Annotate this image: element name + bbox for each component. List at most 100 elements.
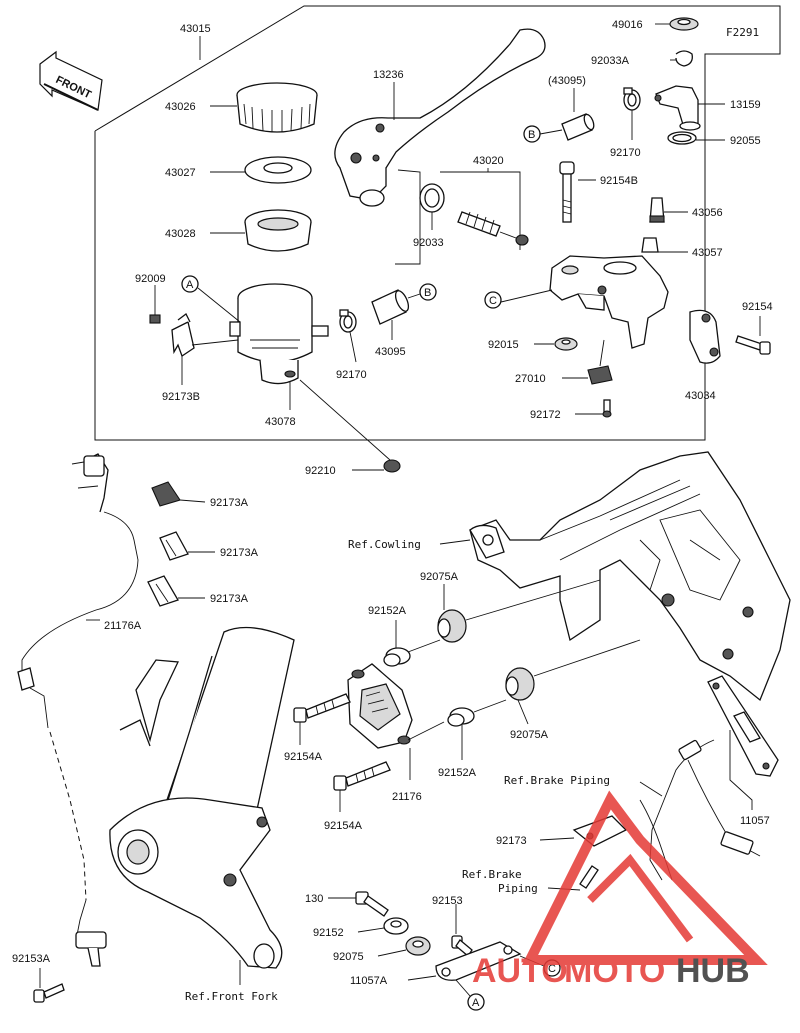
hose-43095-right — [561, 113, 595, 141]
label-43015: 43015 — [180, 23, 211, 35]
label-92173A-2: 92173A — [220, 547, 259, 559]
watermark-logo: AUTO MOTO HUB — [472, 790, 768, 990]
circlip-92033A — [675, 50, 693, 67]
label-43078: 43078 — [265, 416, 296, 428]
watermark-triangle-icon — [521, 790, 768, 965]
bracket-11057 — [707, 675, 779, 777]
label-49016: 49016 — [612, 19, 643, 31]
label-21176: 21176 — [392, 791, 422, 803]
label-43056: 43056 — [692, 207, 723, 219]
ref-c-2: C — [548, 963, 556, 975]
grommet-92075 — [405, 936, 431, 956]
label-ref-cowling: Ref.Cowling — [348, 538, 421, 551]
collar-92152A-upper — [383, 647, 411, 667]
label-43034: 43034 — [685, 390, 716, 402]
bolt-92154A-lower — [333, 761, 391, 791]
front-arrow-icon: FRONT — [39, 50, 103, 111]
label-92154A-upper: 92154A — [284, 751, 323, 763]
reservoir-cap-43026 — [236, 82, 318, 133]
label-13236: 13236 — [373, 69, 404, 81]
label-92153A: 92153A — [12, 953, 51, 965]
screw-92009 — [149, 305, 161, 324]
label-27010: 27010 — [515, 373, 546, 385]
label-130: 130 — [305, 893, 323, 905]
label-92033: 92033 — [413, 237, 444, 249]
bolt-92154 — [735, 335, 771, 355]
label-92152: 92152 — [313, 927, 344, 939]
label-92172: 92172 — [530, 409, 561, 421]
label-ref-brake-2: Ref.Brake — [462, 868, 522, 881]
label-92170-left: 92170 — [336, 369, 367, 381]
label-21176A: 21176A — [104, 620, 142, 632]
label-piping-2: Piping — [498, 882, 538, 895]
bolt-92153 — [451, 935, 473, 957]
label-92055: 92055 — [730, 135, 761, 147]
collar-92152A-lower — [447, 707, 475, 727]
label-92075: 92075 — [333, 951, 364, 963]
label-92173B: 92173B — [162, 391, 200, 403]
hose-43095 — [371, 289, 410, 325]
boot-49016 — [669, 17, 699, 31]
pivot-bolt-92154B — [559, 161, 575, 223]
label-92154A-lower: 92154A — [324, 820, 363, 832]
brake-piping — [639, 739, 761, 881]
label-92173: 92173 — [496, 835, 527, 847]
label-92154B: 92154B — [600, 175, 638, 187]
label-92015: 92015 — [488, 339, 519, 351]
label-11057A: 11057A — [350, 975, 388, 987]
label-92152A-lower: 92152A — [438, 767, 477, 779]
grommet-92075A-lower — [505, 667, 535, 701]
ref-c-1: C — [489, 295, 497, 307]
elbow-fitting-13159 — [654, 85, 701, 131]
label-92075A-upper: 92075A — [420, 571, 459, 583]
bleeder-valve-43056 — [649, 197, 665, 223]
label-92009: 92009 — [135, 273, 166, 285]
label-92075A-lower: 92075A — [510, 729, 549, 741]
label-92033A: 92033A — [591, 55, 630, 67]
label-43020: 43020 — [473, 155, 504, 167]
hose-clamp-92170-right — [623, 87, 641, 111]
bolt-92153A — [33, 983, 65, 1003]
label-43027: 43027 — [165, 167, 196, 179]
label-92154: 92154 — [742, 301, 773, 313]
label-ref-front-fork: Ref.Front Fork — [185, 990, 278, 1003]
diaphragm-plate-43027 — [244, 156, 312, 184]
clamp-92173A-3 — [147, 575, 179, 607]
label-92152A-upper: 92152A — [368, 605, 407, 617]
grommet-92075A-upper — [437, 609, 467, 643]
piston-assy-43020 — [457, 211, 529, 246]
nut-92015 — [554, 337, 578, 351]
ref-a-1: A — [186, 279, 194, 291]
ref-b-1: B — [424, 287, 431, 299]
label-92173A-3: 92173A — [210, 593, 249, 605]
brake-switch-27010 — [587, 339, 613, 385]
bolt-92154A-upper — [293, 693, 351, 723]
diagram-code: F2291 — [726, 26, 759, 39]
collar-92152 — [383, 917, 409, 935]
label-43028: 43028 — [165, 228, 196, 240]
master-cylinder-frame — [94, 5, 781, 441]
label-92173A-1: 92173A — [210, 497, 249, 509]
hose-clamp-92170-left — [339, 309, 357, 333]
clamp-92173A-2 — [159, 531, 189, 561]
ref-b-2: B — [528, 129, 535, 141]
bolt-brake-piping — [579, 865, 599, 889]
cowling-stay-bracket — [469, 451, 791, 702]
abs-unit-21176 — [347, 663, 413, 749]
watermark-text-auto: AUTO — [472, 952, 568, 990]
bracket-11057A — [435, 941, 522, 981]
label-43095: 43095 — [375, 346, 406, 358]
label-92210: 92210 — [305, 465, 336, 477]
sensor-wire-21176A — [17, 453, 139, 967]
label-13159: 13159 — [730, 99, 761, 111]
label-ref-brake-piping-1: Ref.Brake Piping — [504, 774, 610, 787]
front-fork — [109, 626, 295, 969]
label-92153: 92153 — [432, 895, 463, 907]
watermark-text-moto: MOTO — [564, 952, 665, 990]
nut-92210 — [383, 459, 401, 473]
label-43026: 43026 — [165, 101, 196, 113]
diaphragm-43028 — [244, 209, 312, 252]
bolt-130 — [355, 891, 389, 917]
handlebar-clamp-43034 — [689, 309, 721, 364]
